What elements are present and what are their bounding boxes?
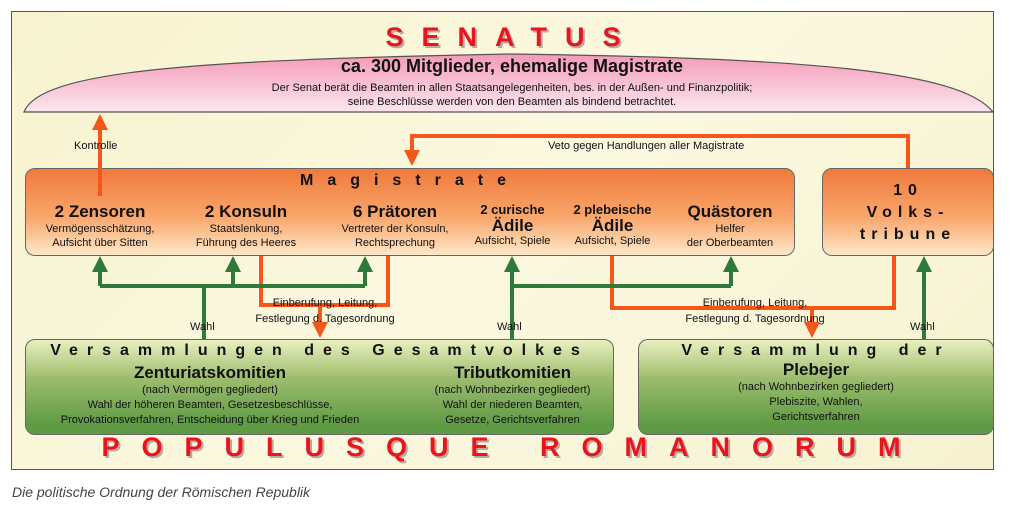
office-name: 6 Prätoren	[352, 202, 438, 221]
tribune-line: Volks-	[866, 204, 950, 221]
volkstribune-box	[822, 168, 994, 256]
einberufung-label-2: Einberufung, Leitung, Festlegung d. Tages…	[665, 295, 845, 327]
assembly-name: Plebejer	[782, 360, 850, 379]
senate-subtitle: ca. 300 Mitglieder, ehemalige Magistrate	[340, 56, 684, 76]
assembly-desc: Wahl der niederen Beamten,	[442, 399, 583, 411]
office-desc: Helfer	[715, 223, 745, 235]
office-name: 2 Konsuln	[204, 202, 288, 221]
label-line: Einberufung, Leitung,	[272, 297, 378, 309]
assembly-name: Tributkomitien	[453, 363, 572, 382]
assembly-name: Zenturiatskomitien	[133, 363, 287, 382]
veto-arrow	[404, 134, 910, 168]
wahl-label-2: Wahl	[497, 321, 522, 333]
assembly-desc: (nach Wohnbezirken gegliedert)	[434, 384, 591, 396]
label-line: Festlegung d. Tagesordnung	[685, 313, 825, 325]
populus-title: POPULUSQUE ROMANORUM	[101, 432, 923, 462]
tributkomitien: Tributkomitien (nach Wohnbezirken geglied…	[415, 363, 610, 428]
assembly-title: Versammlung der	[681, 342, 951, 359]
office-name: Ädile	[591, 216, 634, 235]
tribune-count: 10	[893, 182, 923, 199]
office-pre: 2 plebeische	[573, 202, 652, 217]
office-name: Quästoren	[687, 202, 773, 221]
office-desc: Vertreter der Konsuln,	[341, 223, 449, 235]
zenturiatskomitien: Zenturiatskomitien (nach Vermögen geglied…	[30, 363, 390, 428]
assembly-desc: Gesetze, Gerichtsverfahren	[445, 414, 580, 426]
senate-desc-1: Der Senat berät die Beamten in allen Sta…	[271, 82, 753, 94]
magistrate-title: Magistrate	[299, 172, 521, 189]
assembly-desc: (nach Vermögen gegliedert)	[142, 384, 278, 396]
gesamtvolk-title: Versammlungen des Gesamtvolkes	[50, 342, 589, 359]
einberufung-line-1	[259, 256, 390, 307]
office-desc: Aufsicht über Sitten	[52, 237, 148, 249]
office-name: 2 Zensoren	[54, 202, 146, 221]
office-desc: Aufsicht, Spiele	[574, 235, 651, 247]
caption: Die politische Ordnung der Römischen Rep…	[12, 484, 311, 500]
wahl-line-2	[510, 284, 731, 339]
label-line: Einberufung, Leitung,	[702, 297, 808, 309]
plebejer-box	[638, 339, 994, 435]
office-desc: Aufsicht, Spiele	[474, 235, 551, 247]
office-desc: Staatslenkung,	[209, 223, 283, 235]
assembly-desc: Provokationsverfahren, Entscheidung über…	[60, 414, 360, 426]
office-desc: Rechtsprechung	[354, 237, 436, 249]
label-line: Festlegung d. Tagesordnung	[255, 313, 395, 325]
office-desc: Führung des Heeres	[195, 237, 297, 249]
assembly-desc: Plebiszite, Wahlen,	[769, 396, 863, 408]
senate-desc-2: seine Beschlüsse werden von den Beamten …	[347, 96, 677, 108]
einberufung-label-1: Einberufung, Leitung, Festlegung d. Tages…	[235, 295, 415, 327]
wahl-label-3: Wahl	[910, 321, 935, 333]
office-desc: Vermögensschätzung,	[45, 223, 155, 235]
office-desc: der Oberbeamten	[686, 237, 774, 249]
magistrate-box	[25, 168, 795, 256]
senate-title: SENATUS	[385, 22, 639, 52]
gesamtvolk-box	[25, 339, 614, 435]
assembly-desc: Gerichtsverfahren	[772, 411, 860, 423]
einberufung-line-2	[610, 256, 896, 310]
assembly-desc: (nach Wohnbezirken gegliedert)	[738, 381, 894, 393]
veto-label: Veto gegen Handlungen aller Magistrate	[548, 140, 745, 152]
office-name: Ädile	[491, 216, 534, 235]
wahl-label-1: Wahl	[190, 321, 215, 333]
kontrolle-label: Kontrolle	[74, 140, 118, 152]
office-pre: 2 curische	[480, 202, 545, 217]
assembly-desc: Wahl der höheren Beamten, Gesetzesbeschl…	[87, 399, 333, 411]
tribune-line: tribune	[859, 226, 957, 243]
